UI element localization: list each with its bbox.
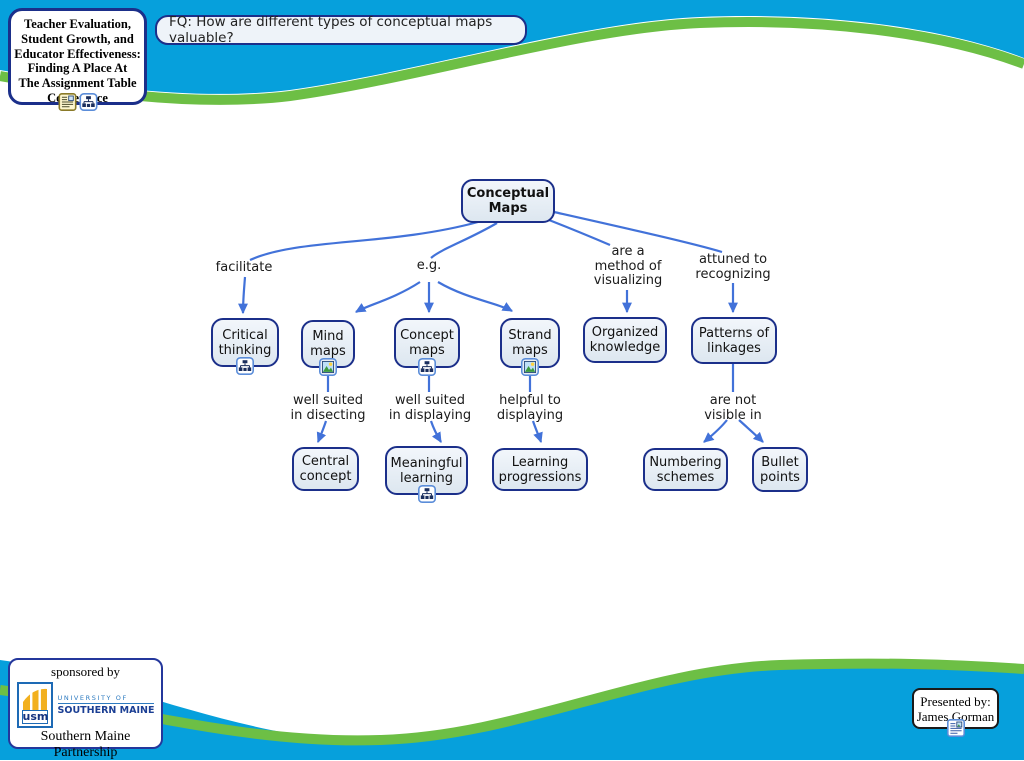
- title-box-icons: [58, 93, 97, 111]
- usm-acronym: usm: [21, 710, 49, 724]
- concept-label: Learning progressions: [498, 454, 582, 485]
- usm-logo-mark: usm: [16, 682, 53, 728]
- edge-eg-to-mind-maps: [355, 281, 421, 313]
- image-resource-icon[interactable]: [521, 358, 539, 376]
- concept-label: Strand maps: [508, 328, 552, 358]
- title-box: Teacher Evaluation, Student Growth, and …: [8, 8, 147, 111]
- concept-node-concept-maps[interactable]: Concept maps: [394, 318, 460, 376]
- concept-label: Patterns of linkages: [698, 325, 770, 356]
- concept-node-conceptual-maps[interactable]: Conceptual Maps: [461, 179, 555, 223]
- edge-helpful-to-learning: [531, 420, 543, 444]
- concept-node-critical-thinking[interactable]: Critical thinking: [211, 318, 279, 375]
- top-green-wave: [0, 17, 1024, 105]
- link-label-eg[interactable]: e.g.: [416, 258, 442, 273]
- focus-question-box: FQ: How are different types of conceptua…: [155, 14, 527, 46]
- cmap-resource-icon[interactable]: [417, 485, 436, 503]
- concept-label: Numbering schemes: [649, 454, 722, 485]
- concept-node-meaningful-learning[interactable]: Meaningful learning: [385, 446, 468, 503]
- focus-question-text: FQ: How are different types of conceptua…: [169, 14, 493, 46]
- link-label-attuned-to-recognizing[interactable]: attuned to recognizing: [695, 252, 771, 282]
- title-text: Teacher Evaluation, Student Growth, and …: [14, 17, 141, 105]
- presented-by-box: Presented by: James Gorman: [912, 688, 999, 737]
- sponsored-by-label: sponsored by: [51, 664, 120, 679]
- edge-wellsuited2-to-meaningful: [429, 420, 442, 443]
- concept-node-central-concept[interactable]: Central concept: [292, 447, 359, 491]
- image-resource-icon[interactable]: [319, 358, 337, 376]
- edge-root-to-method: [548, 218, 611, 247]
- concept-node-organized-knowledge[interactable]: Organized knowledge: [583, 317, 667, 363]
- edge-root-to-facilitate: [249, 220, 479, 262]
- page-image-resource-icon[interactable]: [946, 719, 965, 737]
- edge-facilitate-to-critical-thinking: [238, 276, 248, 315]
- usm-sail-icon: [22, 688, 47, 711]
- concept-label: Mind maps: [310, 329, 346, 359]
- edge-root-to-attuned: [553, 210, 723, 254]
- southern-maine-text: SOUTHERN MAINE: [57, 705, 155, 716]
- concept-node-patterns-of-linkages[interactable]: Patterns of linkages: [691, 317, 777, 364]
- link-label-are-not-visible-in[interactable]: are not visible in: [704, 393, 762, 423]
- edge-root-to-eg: [430, 222, 498, 259]
- university-wordmark: UNIVERSITY OF SOUTHERN MAINE: [57, 694, 155, 716]
- cmap-resource-icon[interactable]: [79, 93, 97, 111]
- concept-label: Organized knowledge: [589, 325, 661, 355]
- concept-label: Bullet points: [760, 454, 800, 485]
- concept-label: Central concept: [299, 454, 352, 484]
- concept-node-numbering-schemes[interactable]: Numbering schemes: [643, 448, 728, 491]
- sponsor-box: sponsored by usm UNIVERSITY OF SOUTHERN …: [8, 658, 163, 760]
- link-label-helpful-to-displaying[interactable]: helpful to displaying: [496, 393, 564, 423]
- university-of-text: UNIVERSITY OF: [57, 694, 155, 704]
- concept-label: Critical thinking: [218, 327, 272, 358]
- concept-label: Concept maps: [400, 328, 454, 358]
- link-label-well-suited-displaying[interactable]: well suited in displaying: [388, 393, 472, 423]
- edge-wellsuited1-to-central: [316, 420, 328, 444]
- concept-label: Conceptual Maps: [466, 186, 550, 216]
- presentation-resource-icon[interactable]: [58, 93, 76, 111]
- concept-node-bullet-points[interactable]: Bullet points: [752, 447, 808, 492]
- partnership-label: Southern Maine Partnership: [40, 729, 131, 760]
- cmap-resource-icon[interactable]: [236, 357, 254, 375]
- concept-node-learning-progressions[interactable]: Learning progressions: [492, 448, 588, 491]
- edge-arenot-to-bullet: [738, 419, 764, 443]
- usm-logo: usm UNIVERSITY OF SOUTHERN MAINE: [10, 682, 161, 728]
- link-label-well-suited-disecting[interactable]: well suited in disecting: [290, 393, 366, 423]
- concept-label: Meaningful learning: [390, 455, 463, 486]
- cmap-resource-icon[interactable]: [418, 358, 436, 376]
- edge-eg-to-strand-maps: [437, 281, 513, 312]
- concept-node-mind-maps[interactable]: Mind maps: [301, 320, 355, 376]
- link-label-method-of-visualizing[interactable]: are a method of visualizing: [593, 244, 663, 288]
- concept-node-strand-maps[interactable]: Strand maps: [500, 318, 560, 376]
- bottom-green-wave: [0, 658, 1024, 746]
- link-label-facilitate[interactable]: facilitate: [215, 260, 273, 275]
- edge-arenot-to-numbering: [703, 419, 728, 443]
